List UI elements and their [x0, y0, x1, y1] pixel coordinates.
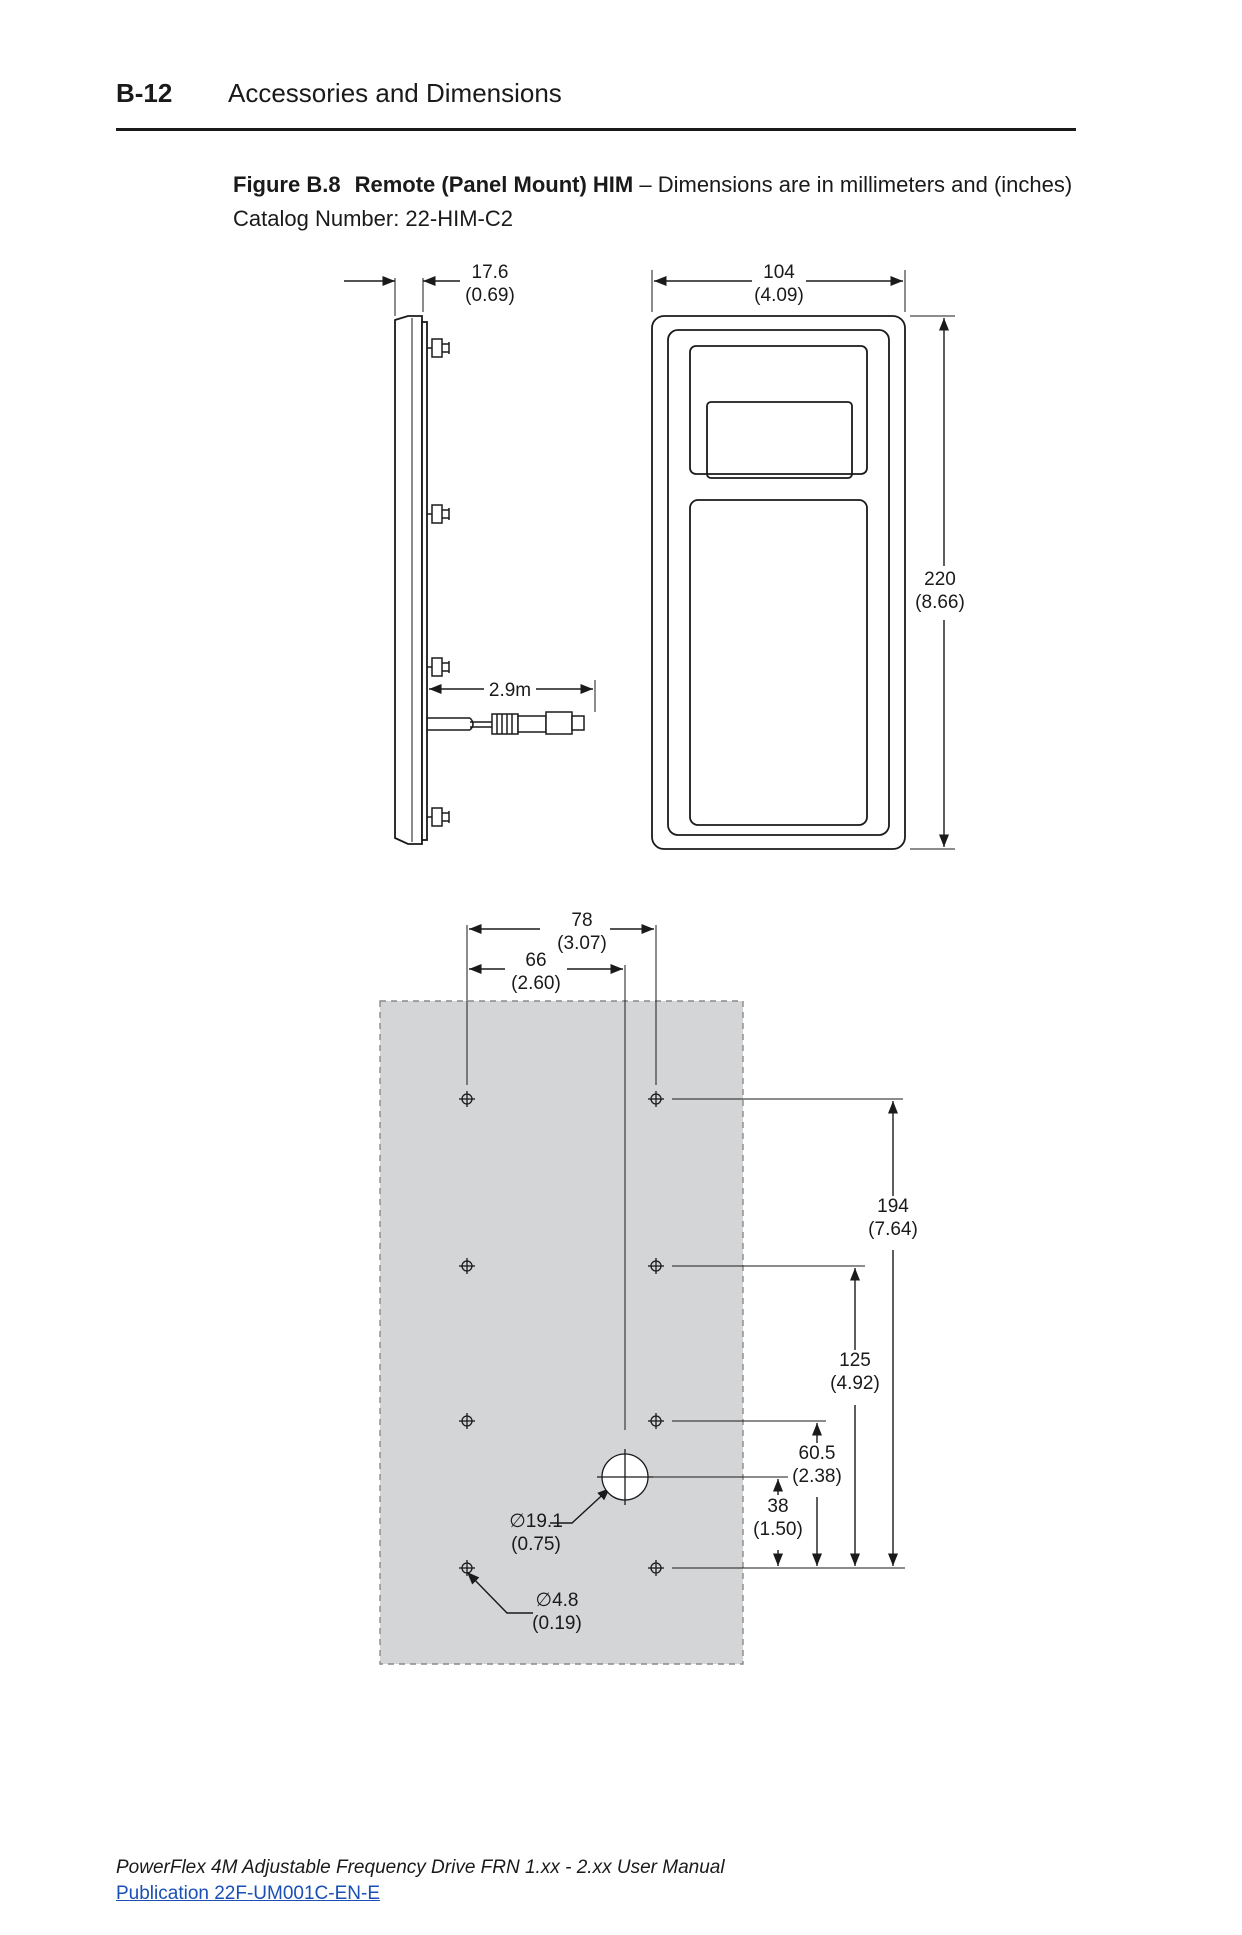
page-number: B-12 — [116, 78, 173, 108]
mounting-stud — [427, 807, 450, 827]
center-offset-mm-label: 66 — [525, 950, 546, 971]
mounting-hole-symbol — [459, 1091, 475, 1107]
vertical-60-in-label: (2.38) — [792, 1466, 842, 1487]
side-view — [344, 275, 596, 845]
small-hole-in-label: (0.19) — [532, 1613, 582, 1634]
width-mm-label: 104 — [763, 262, 795, 283]
height-in-label: (8.66) — [915, 592, 965, 613]
mounting-holes — [459, 1091, 664, 1576]
figure-label: Figure B.8 — [233, 172, 341, 197]
cutout-template — [379, 1000, 744, 1665]
mounting-stud — [427, 657, 450, 677]
mounting-hole-symbol — [648, 1091, 664, 1107]
vertical-60-mm-label: 60.5 — [799, 1443, 836, 1464]
cable-length-label: 2.9m — [489, 680, 531, 701]
mounting-hole-symbol — [648, 1413, 664, 1429]
vertical-38-in-label: (1.50) — [753, 1519, 803, 1540]
front-view — [651, 270, 955, 850]
mounting-hole-symbol — [459, 1413, 475, 1429]
mounting-hole-symbol — [648, 1258, 664, 1274]
outer-span-in-label: (3.07) — [557, 933, 607, 954]
big-hole-mm-label: ∅19.1 — [509, 1511, 563, 1532]
cable-hole-symbol — [597, 1449, 653, 1505]
page-footer: PowerFlex 4M Adjustable Frequency Drive … — [116, 1855, 725, 1907]
section-title: Accessories and Dimensions — [228, 78, 562, 108]
mounting-stud — [427, 504, 450, 524]
cutout-dimension-lines — [466, 923, 905, 1614]
publication-link[interactable]: Publication 22F-UM001C-EN-E — [116, 1883, 380, 1904]
mounting-hole-symbol — [459, 1258, 475, 1274]
mounting-stud — [427, 338, 450, 358]
height-mm-label: 220 — [924, 569, 956, 590]
figure-subtitle: – Dimensions are in millimeters and (inc… — [639, 172, 1073, 197]
cable-connector — [427, 711, 585, 735]
figure-title: Remote (Panel Mount) HIM — [354, 172, 634, 197]
vertical-125-mm-label: 125 — [839, 1350, 871, 1371]
big-hole-in-label: (0.75) — [511, 1534, 561, 1555]
outer-span-mm-label: 78 — [571, 910, 592, 931]
depth-in-label: (0.69) — [465, 285, 515, 306]
vertical-38-mm-label: 38 — [767, 1496, 788, 1517]
figure-caption: Figure B.8 Remote (Panel Mount) HIM – Dim… — [233, 168, 1072, 236]
mounting-hole-symbol — [648, 1560, 664, 1576]
small-hole-mm-label: ∅4.8 — [536, 1590, 579, 1611]
vertical-194-in-label: (7.64) — [868, 1219, 918, 1240]
center-offset-in-label: (2.60) — [511, 973, 561, 994]
mounting-hole-symbol — [459, 1560, 475, 1576]
depth-mm-label: 17.6 — [472, 262, 509, 283]
page-header: B-12 Accessories and Dimensions — [116, 78, 1076, 131]
catalog-number: Catalog Number: 22-HIM-C2 — [233, 206, 513, 231]
vertical-194-mm-label: 194 — [877, 1196, 909, 1217]
width-in-label: (4.09) — [754, 285, 804, 306]
vertical-125-in-label: (4.92) — [830, 1373, 880, 1394]
manual-title: PowerFlex 4M Adjustable Frequency Drive … — [116, 1857, 725, 1878]
